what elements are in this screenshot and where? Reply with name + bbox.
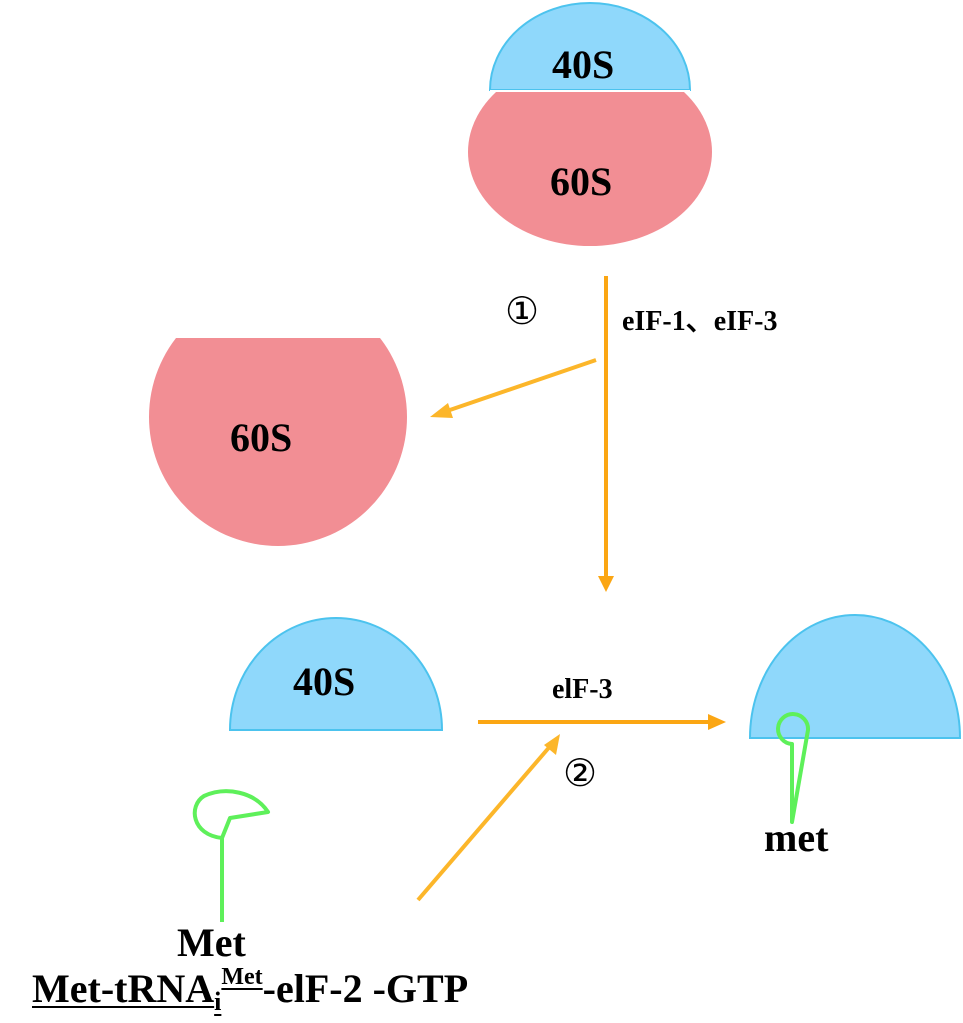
step1-factors-label: eIF-1、eIF-3: [622, 306, 778, 337]
top-60s-label: 60S: [550, 159, 613, 204]
trna-join-arrowhead: [544, 734, 560, 755]
formula-subscript: i: [214, 987, 222, 1016]
released-60s-subunit: [149, 338, 407, 546]
product-trna-icon: [776, 712, 811, 824]
initiator-trna-icon: [192, 789, 270, 922]
released-60s-label: 60S: [230, 415, 293, 460]
free-40s-subunit: [228, 617, 444, 731]
product-40s-subunit: [748, 614, 962, 739]
step2-horizontal-arrowhead: [708, 714, 726, 730]
trna-met-label: Met: [177, 920, 246, 965]
top-40s-label: 40S: [552, 42, 615, 87]
top-60s-subunit: [468, 58, 712, 246]
step2-number: ②: [563, 751, 598, 795]
trna-complex-formula: Met-tRNAiMet-elF-2 -GTP: [32, 965, 468, 1015]
product-met-label: met: [764, 815, 829, 860]
formula-main: Met-tRNA: [32, 966, 215, 1011]
step2-factor-label: elF-3: [552, 674, 613, 705]
formula-superscript: Met: [221, 964, 263, 990]
release-60s-arrow: [443, 358, 597, 414]
formula-tail: -elF-2 -GTP: [262, 966, 469, 1011]
release-60s-arrowhead: [430, 403, 453, 418]
step1-number: ①: [505, 289, 540, 333]
main-vertical-arrowhead: [598, 576, 614, 592]
top-40s-subunit: [488, 2, 692, 91]
trna-join-arrow: [416, 742, 554, 902]
free-40s-label: 40S: [293, 659, 356, 704]
